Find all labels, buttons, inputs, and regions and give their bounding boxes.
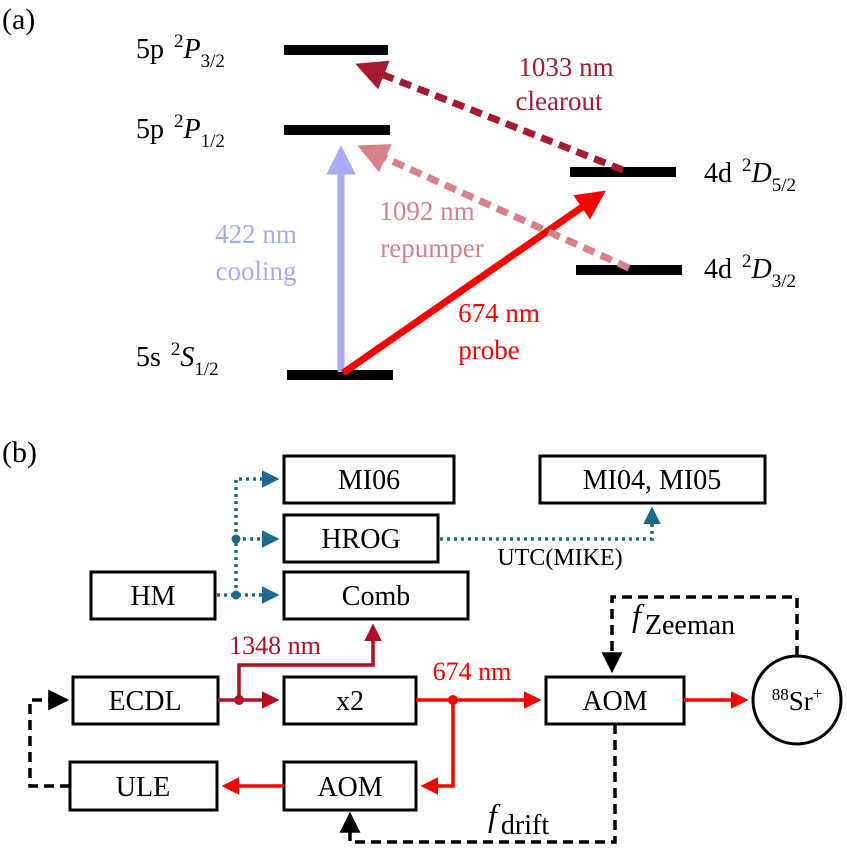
cooling-label-wavelength: 422 nm — [215, 219, 297, 249]
junction-dot-ecdl — [234, 695, 244, 705]
box-aom-lower: AOM — [282, 760, 418, 812]
junction-dot-hm — [231, 590, 241, 600]
junction-dot-hrog — [231, 534, 241, 544]
panel-a-label: (a) — [2, 3, 35, 36]
box-aom-main-label: AOM — [582, 686, 647, 717]
box-comb-label: Comb — [342, 581, 410, 612]
utc-label: UTC(MIKE) — [497, 545, 622, 571]
box-hrog: HROG — [282, 513, 440, 564]
box-x2: x2 — [282, 675, 418, 726]
clearout-label-name: clearout — [516, 86, 603, 116]
path-674nm — [221, 691, 749, 795]
box-comb: Comb — [282, 570, 470, 621]
probe-label-name: probe — [458, 335, 519, 365]
box-mi06: MI06 — [282, 454, 456, 505]
junction-dot-x2 — [448, 695, 458, 705]
box-hrog-label: HROG — [321, 524, 400, 555]
clearout-arrow — [355, 60, 625, 174]
clearout-label-wavelength: 1033 nm — [518, 52, 613, 82]
box-hm: HM — [89, 570, 217, 621]
box-ule: ULE — [68, 760, 219, 812]
probe-arrow — [341, 190, 606, 376]
ion-label: 88Sr+ — [772, 684, 823, 716]
probe-label-wavelength: 674 nm — [458, 298, 540, 328]
box-mi0405: MI04, MI05 — [538, 454, 767, 505]
repumper-label-name: repumper — [380, 233, 483, 263]
box-mi0405-label: MI04, MI05 — [583, 465, 721, 496]
repumper-arrow — [357, 144, 631, 272]
box-aom-lower-label: AOM — [317, 772, 382, 803]
repumper-label-wavelength: 1092 nm — [379, 196, 474, 226]
panel-b-label: (b) — [2, 436, 37, 469]
label-1348nm: 1348 nm — [229, 631, 321, 660]
label-674nm: 674 nm — [433, 657, 512, 686]
box-x2-label: x2 — [336, 686, 364, 717]
box-ule-label: ULE — [116, 772, 170, 803]
box-aom-main: AOM — [544, 675, 686, 726]
box-hm-label: HM — [130, 581, 175, 612]
control-loops — [28, 595, 799, 844]
ion-circle: 88Sr+ — [751, 654, 843, 746]
path-1348nm — [218, 623, 382, 709]
box-mi06-label: MI06 — [338, 465, 400, 496]
box-ecdl-label: ECDL — [108, 686, 181, 717]
cooling-label-name: cooling — [216, 256, 297, 286]
box-ecdl: ECDL — [71, 675, 220, 726]
